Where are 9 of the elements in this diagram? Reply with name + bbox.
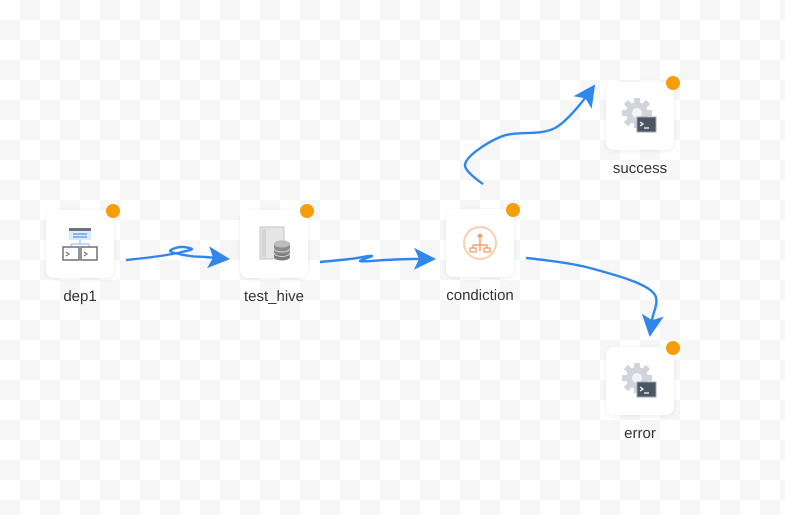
task-name: dep1	[63, 288, 97, 305]
arrow	[126, 246, 230, 268]
task-name: error	[624, 425, 656, 442]
arrow	[464, 84, 596, 185]
task-name: test_hive	[244, 288, 304, 305]
task-name: condiction	[446, 287, 514, 304]
task-name: success	[612, 160, 668, 177]
arrow	[320, 248, 436, 270]
arrow	[526, 256, 664, 337]
